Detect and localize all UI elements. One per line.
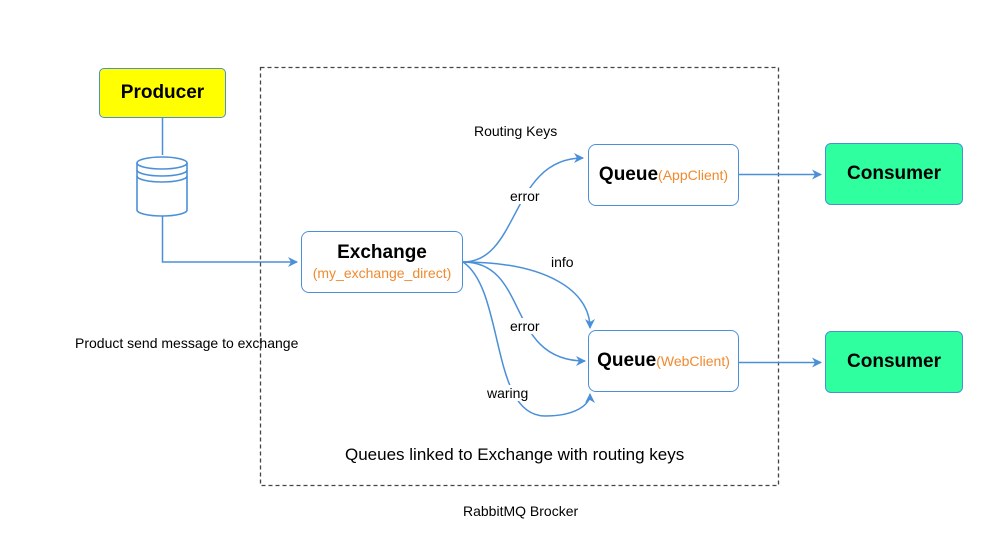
queue-webclient-client: (WebClient) <box>656 353 730 369</box>
edge-error-to-webclient <box>462 261 586 366</box>
edge-error-to-appclient <box>462 153 584 263</box>
database-icon <box>136 156 188 217</box>
producer-node: Producer <box>99 68 226 118</box>
queue-webclient-title: Queue <box>597 350 657 371</box>
queue-appclient-client: (AppClient) <box>658 167 729 183</box>
edge-waring-to-webclient <box>462 261 595 417</box>
queue-appclient-title: Queue <box>598 164 659 185</box>
queue-webclient-node: Queue(WebClient) <box>588 330 739 392</box>
routing-keys-label: Routing Keys <box>474 123 558 139</box>
edge-info-to-webclient <box>462 261 595 329</box>
caption-broker: RabbitMQ Brocker <box>463 503 579 519</box>
caption-producer-send: Product send message to exchange <box>75 335 299 351</box>
caption-queues-linked: Queues linked to Exchange with routing k… <box>345 445 685 464</box>
consumer-node-1: Consumer <box>825 143 963 205</box>
edge-label-waring: waring <box>487 385 529 401</box>
edge-label-info: info <box>551 254 574 270</box>
exchange-node: Exchange (my_exchange_direct) <box>301 231 463 293</box>
edge-store-to-exchange <box>161 216 298 267</box>
exchange-title: Exchange <box>337 242 427 263</box>
broker-boundary <box>259 66 780 487</box>
edge-label-error-top: error <box>510 188 540 204</box>
queue-appclient-node: Queue(AppClient) <box>588 144 739 206</box>
edge-label-error-bottom: error <box>510 318 540 334</box>
exchange-name: (my_exchange_direct) <box>312 265 452 281</box>
consumer-node-2: Consumer <box>825 331 963 393</box>
